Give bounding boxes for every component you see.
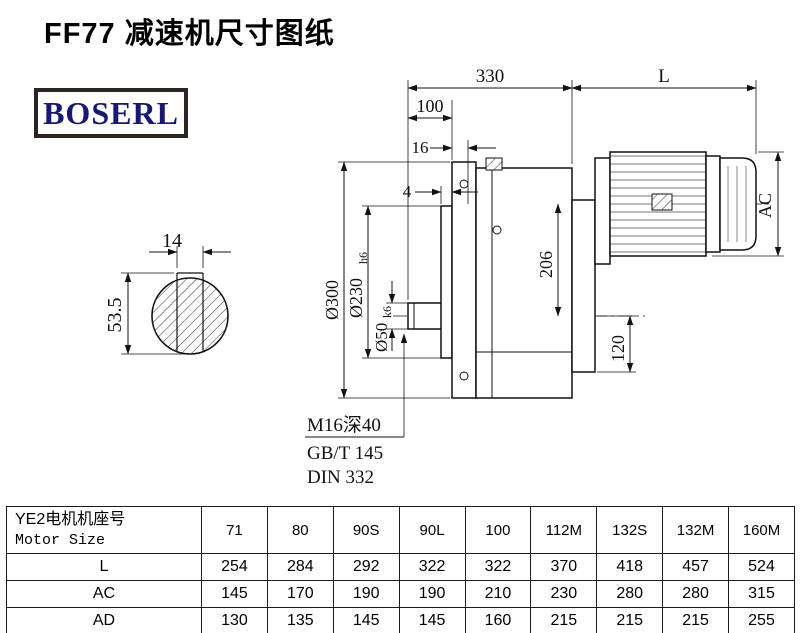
dim-spigot-diameter: Ø230 h6 bbox=[346, 205, 441, 359]
table-cell: 145 bbox=[332, 607, 400, 633]
dim-spigot-diameter-label: Ø230 bbox=[346, 278, 366, 318]
row-label: AC bbox=[6, 580, 202, 608]
table-cell: 135 bbox=[266, 607, 334, 633]
size-col-header: 90S bbox=[332, 506, 400, 554]
table-cell: 254 bbox=[201, 553, 268, 581]
dim-key-height: 53.5 bbox=[104, 272, 186, 355]
row-label: L bbox=[6, 553, 202, 581]
table-cell: 215 bbox=[596, 607, 664, 633]
size-col-header: 160M bbox=[728, 506, 795, 554]
motor-size-label-en: Motor Size bbox=[15, 532, 106, 549]
table-row-AD: AD 130 135 145 145 160 215 215 215 255 bbox=[6, 607, 795, 633]
dim-4-label: 4 bbox=[403, 182, 412, 201]
dimensions: 330 L 100 16 4 bbox=[322, 66, 784, 399]
size-col-header: 132S bbox=[596, 506, 664, 554]
table-cell: 370 bbox=[530, 553, 598, 581]
size-col-header: 132M bbox=[662, 506, 729, 554]
table-cell: 280 bbox=[596, 580, 664, 608]
shaft-section-view: 14 53.5 bbox=[104, 230, 231, 355]
technical-drawing: 14 53.5 bbox=[104, 66, 784, 488]
table-cell: 215 bbox=[530, 607, 598, 633]
table-cell: 130 bbox=[201, 607, 268, 633]
motor-adapter bbox=[594, 157, 611, 265]
dim-key-width-label: 14 bbox=[162, 230, 182, 252]
dim-shaft-diameter-label: Ø50 bbox=[372, 323, 391, 352]
table-cell: 322 bbox=[398, 553, 466, 581]
size-col-header: 80 bbox=[266, 506, 334, 554]
dim-100: 100 bbox=[407, 96, 453, 122]
note-standard-din: DIN 332 bbox=[307, 467, 374, 488]
dim-206: 206 bbox=[536, 203, 562, 317]
dim-flange-diameter-label: Ø300 bbox=[322, 280, 342, 320]
main-side-view bbox=[393, 151, 772, 399]
flange-bolt-hole bbox=[459, 371, 469, 381]
dimension-table: YE2电机机座号 Motor Size 71 80 90S 90L 100 11… bbox=[6, 506, 795, 633]
fan-cover bbox=[719, 157, 757, 251]
lifting-lug bbox=[485, 157, 503, 171]
table-cell: 292 bbox=[332, 553, 400, 581]
size-col-header: 112M bbox=[530, 506, 598, 554]
size-col-header: 71 bbox=[201, 506, 268, 554]
dim-206-label: 206 bbox=[536, 251, 556, 278]
note-standard-gbt: GB/T 145 bbox=[307, 443, 383, 464]
dim-330-label: 330 bbox=[476, 66, 505, 87]
table-row-L: L 254 284 292 322 322 370 418 457 524 bbox=[6, 553, 795, 581]
table-cell: 457 bbox=[662, 553, 729, 581]
dim-L-label: L bbox=[658, 66, 670, 87]
dim-4: 4 bbox=[403, 182, 478, 201]
table-cell: 230 bbox=[530, 580, 598, 608]
dim-spigot-tolerance-label: h6 bbox=[356, 252, 370, 264]
dim-key-height-label: 53.5 bbox=[104, 298, 126, 333]
table-cell: 255 bbox=[728, 607, 795, 633]
dim-16: 16 bbox=[412, 138, 496, 157]
table-cell: 145 bbox=[201, 580, 268, 608]
dim-AC-label: AC bbox=[755, 193, 775, 218]
dim-16-label: 16 bbox=[412, 138, 429, 157]
housing-bolt-hole bbox=[492, 225, 502, 235]
dim-100-label: 100 bbox=[417, 96, 444, 116]
motor-key-detail bbox=[651, 193, 673, 211]
table-cell: 170 bbox=[266, 580, 334, 608]
table-cell: 322 bbox=[464, 553, 532, 581]
dim-AC: AC bbox=[712, 151, 784, 257]
notes: M16深40 GB/T 145 DIN 332 bbox=[305, 333, 408, 488]
table-header-row: YE2电机机座号 Motor Size 71 80 90S 90L 100 11… bbox=[6, 506, 795, 554]
note-thread: M16深40 bbox=[307, 414, 381, 436]
table-cell: 190 bbox=[398, 580, 466, 608]
size-col-header: 90L bbox=[398, 506, 466, 554]
table-cell: 145 bbox=[398, 607, 466, 633]
dim-120: 120 bbox=[597, 315, 636, 373]
table-cell: 280 bbox=[662, 580, 729, 608]
dim-330: 330 bbox=[407, 66, 573, 92]
brand-logo: BOSERL bbox=[34, 88, 188, 138]
motor-size-header-cell: YE2电机机座号 Motor Size bbox=[6, 506, 202, 554]
row-label: AD bbox=[6, 607, 202, 633]
table-row-AC: AC 145 170 190 190 210 230 280 280 315 bbox=[6, 580, 795, 608]
table-cell: 284 bbox=[266, 553, 334, 581]
dim-shaft-tolerance-label: k6 bbox=[380, 306, 394, 318]
motor-size-label-cn: YE2电机机座号 bbox=[15, 511, 126, 528]
table-cell: 524 bbox=[728, 553, 795, 581]
motor-end-bell bbox=[705, 155, 721, 253]
flange-bolt-hole bbox=[459, 179, 469, 189]
flange-spigot bbox=[440, 205, 453, 359]
page-title: FF77 减速机尺寸图纸 bbox=[44, 18, 335, 50]
table-cell: 418 bbox=[596, 553, 664, 581]
table-cell: 315 bbox=[728, 580, 795, 608]
dim-120-label: 120 bbox=[608, 335, 628, 362]
size-col-header: 100 bbox=[464, 506, 532, 554]
table-cell: 210 bbox=[464, 580, 532, 608]
table-cell: 190 bbox=[332, 580, 400, 608]
dim-key-width: 14 bbox=[149, 230, 231, 268]
table-cell: 215 bbox=[662, 607, 729, 633]
dim-shaft-diameter: Ø50 k6 bbox=[372, 281, 408, 352]
dim-L: L bbox=[571, 66, 757, 92]
brand-logo-text: BOSERL bbox=[43, 94, 179, 131]
gearbox-housing-step bbox=[571, 199, 596, 373]
dim-flange-diameter: Ø300 bbox=[322, 161, 450, 399]
output-flange bbox=[451, 161, 477, 399]
shaft-section-circle bbox=[151, 277, 229, 355]
table-cell: 160 bbox=[464, 607, 532, 633]
